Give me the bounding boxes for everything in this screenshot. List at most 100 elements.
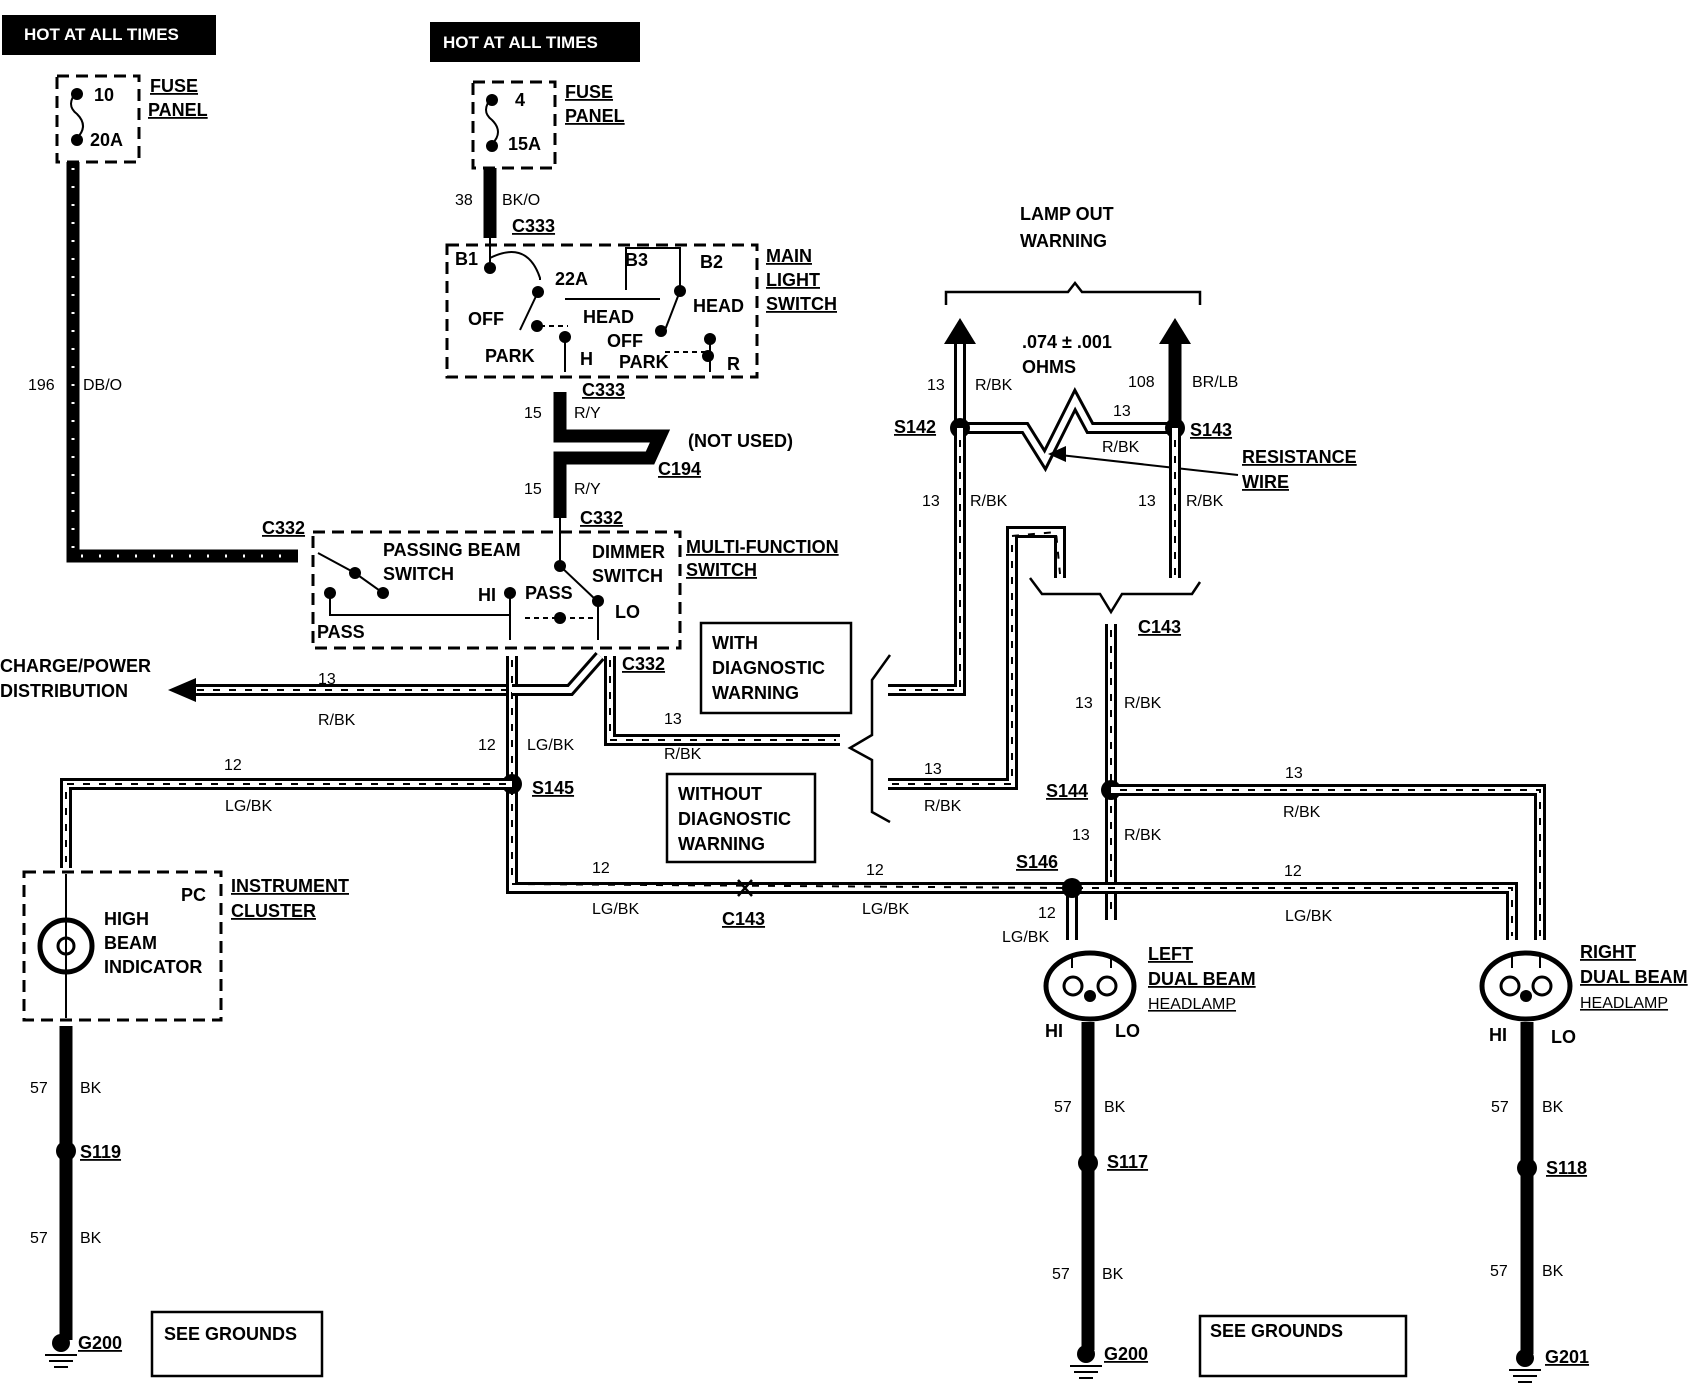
ground-g200-right	[1070, 1345, 1102, 1379]
right-headlamp-label-1: RIGHT	[1580, 942, 1636, 962]
with-diagnostic-box: WITH DIAGNOSTIC WARNING	[699, 621, 853, 715]
instrument-cluster: PC HIGH BEAM INDICATOR	[22, 870, 223, 1022]
right-headlamp-lo: LO	[1551, 1027, 1576, 1047]
svg-text:WARNING: WARNING	[712, 683, 799, 703]
splice-s117	[1078, 1153, 1098, 1173]
wire-57-r2-color: BK	[1542, 1263, 1564, 1280]
main-light-switch-title-1: MAIN	[766, 246, 812, 266]
svg-text:PASSING BEAM: PASSING BEAM	[383, 540, 521, 560]
main-light-switch: B1 B3 B2 22A H R OFF HEAD PARK OFF PARK …	[445, 238, 759, 379]
splice-s118	[1517, 1158, 1537, 1178]
wire-38-color: BK/O	[502, 192, 540, 209]
wire-13-s142dn-color: R/BK	[970, 493, 1008, 510]
not-used-note: (NOT USED)	[688, 431, 793, 451]
wire-15a-color: R/Y	[574, 405, 601, 422]
wire-13-s143dn-color: R/BK	[1186, 493, 1224, 510]
ground-g200-left-label: G200	[78, 1333, 122, 1353]
wire-108-num: 108	[1128, 374, 1155, 391]
wire-12-right-num: 12	[1284, 863, 1302, 880]
splice-s118-label: S118	[1546, 1158, 1587, 1178]
svg-text:BEAM: BEAM	[104, 933, 157, 953]
instrument-cluster-title-1: INSTRUMENT	[231, 876, 349, 896]
connector-c143-mark	[737, 879, 753, 897]
power-label-left: HOT AT ALL TIMES	[2, 15, 216, 55]
svg-text:WITHOUT: WITHOUT	[678, 784, 762, 804]
wire-13-s144dn-num: 13	[1072, 827, 1090, 844]
wire-196-color: DB/O	[83, 377, 122, 394]
ground-g201	[1509, 1349, 1541, 1383]
wire-15a-num: 15	[524, 405, 542, 422]
left-headlamp	[1043, 950, 1137, 1022]
svg-text:PC: PC	[181, 885, 206, 905]
fuse-panel-left-label-1: FUSE	[150, 76, 198, 96]
connector-c194: C194	[658, 459, 701, 479]
wire-13-s142up-num: 13	[927, 377, 945, 394]
without-diagnostic-box: WITHOUT DIAGNOSTIC WARNING	[665, 772, 817, 864]
wire-13-charge-num: 13	[318, 671, 336, 688]
wire-13-diag2	[888, 526, 1066, 790]
multifunction-switch-title-2: SWITCH	[686, 560, 757, 580]
splice-s119-label: S119	[80, 1142, 121, 1162]
svg-text:LO: LO	[615, 602, 640, 622]
wire-13-s143dn-num: 13	[1138, 493, 1156, 510]
wire-13-s144dn-color: R/BK	[1124, 827, 1162, 844]
wire-57-l2-color: BK	[1102, 1266, 1124, 1283]
svg-text:DIMMER: DIMMER	[592, 542, 665, 562]
ground-g201-label: G201	[1545, 1347, 1589, 1367]
wire-15-upper	[553, 392, 671, 518]
wire-13-charge-color: R/BK	[318, 712, 356, 729]
see-grounds-right: SEE GROUNDS	[1198, 1314, 1408, 1378]
wire-196-num: 196	[28, 377, 55, 394]
svg-text:PARK: PARK	[485, 346, 535, 366]
lamp-out-title-2: WARNING	[1020, 231, 1107, 251]
wire-13-s142up-color: R/BK	[975, 377, 1013, 394]
svg-text:B3: B3	[625, 250, 648, 270]
diag-bracket	[847, 654, 892, 824]
splice-s119	[56, 1141, 76, 1161]
connector-c332-left: C332	[262, 518, 305, 538]
resistance-wire-label-1: RESISTANCE	[1242, 447, 1357, 467]
svg-text:SEE GROUNDS: SEE GROUNDS	[164, 1324, 297, 1344]
splice-s145-label: S145	[532, 778, 574, 798]
wire-13-diag2-num: 13	[924, 761, 942, 778]
wire-108-color: BR/LB	[1192, 374, 1238, 391]
wire-57-r2-num: 57	[1490, 1263, 1508, 1280]
main-light-switch-title-2: LIGHT	[766, 270, 820, 290]
wire-57-l1-num: 57	[1054, 1099, 1072, 1116]
svg-text:10: 10	[94, 85, 114, 105]
left-headlamp-label-2: DUAL BEAM	[1148, 969, 1256, 989]
wire-13-res-color: R/BK	[1102, 439, 1140, 456]
svg-text:22A: 22A	[555, 269, 588, 289]
wire-57-l1-color: BK	[1104, 1099, 1126, 1116]
wire-15b-num: 15	[524, 481, 542, 498]
resistance-unit: OHMS	[1022, 357, 1076, 377]
splice-s142-label: S142	[894, 417, 936, 437]
wire-13-diag-num: 13	[664, 711, 682, 728]
wire-57-cl1-num: 57	[30, 1080, 48, 1097]
wire-57-l2-num: 57	[1052, 1266, 1070, 1283]
wire-12-cluster	[60, 778, 512, 868]
wire-12-cluster-color: LG/BK	[225, 798, 272, 815]
right-headlamp	[1479, 950, 1573, 1022]
power-label-center: HOT AT ALL TIMES	[430, 22, 640, 62]
wire-13-s142dn-num: 13	[922, 493, 940, 510]
wire-12-cluster-num: 12	[224, 757, 242, 774]
svg-text:HOT AT ALL TIMES: HOT AT ALL TIMES	[443, 33, 598, 52]
svg-text:HEAD: HEAD	[693, 296, 744, 316]
charge-label-1: CHARGE/POWER	[0, 656, 151, 676]
svg-text:HOT AT ALL TIMES: HOT AT ALL TIMES	[24, 25, 179, 44]
wire-38-num: 38	[455, 192, 473, 209]
left-headlamp-hi: HI	[1045, 1021, 1063, 1041]
fuse-panel-center-label-2: PANEL	[565, 106, 625, 126]
left-headlamp-label-3: HEADLAMP	[1148, 996, 1236, 1013]
svg-text:INDICATOR: INDICATOR	[104, 957, 202, 977]
instrument-cluster-title-2: CLUSTER	[231, 901, 316, 921]
splice-s146	[1062, 878, 1082, 898]
svg-text:OFF: OFF	[607, 331, 643, 351]
multifunction-switch: PASSING BEAM SWITCH DIMMER SWITCH HI PAS…	[311, 518, 682, 650]
svg-text:4: 4	[515, 90, 525, 110]
wire-15b-color: R/Y	[574, 481, 601, 498]
wire-13-c143-color: R/BK	[1124, 695, 1162, 712]
main-light-switch-title-3: SWITCH	[766, 294, 837, 314]
svg-text:SWITCH: SWITCH	[383, 564, 454, 584]
